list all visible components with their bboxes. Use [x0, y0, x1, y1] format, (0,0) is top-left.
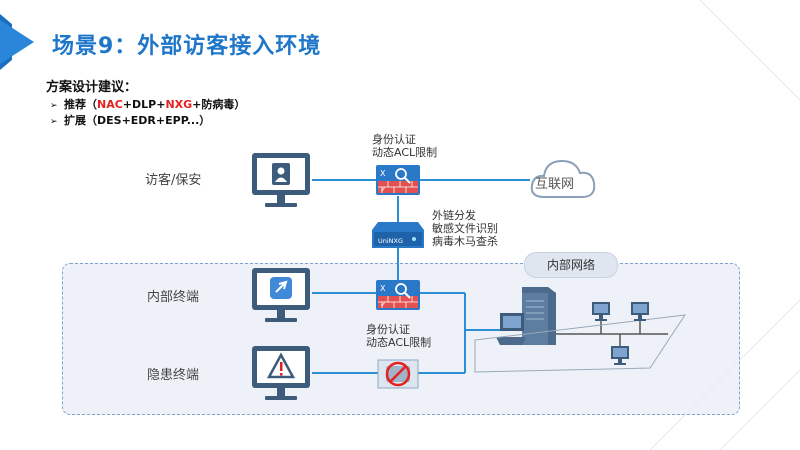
svg-text:✓: ✓	[380, 300, 387, 309]
internal-network-label: 内部网络	[524, 252, 618, 278]
nxg-text: NXG	[165, 98, 193, 111]
page-title: 场景9：外部访客接入环境	[52, 34, 322, 59]
lan-pc-icon	[631, 302, 649, 321]
bullet-arrow-icon: ➢	[50, 117, 58, 127]
header-arrow	[0, 20, 34, 64]
cloud-icon	[530, 159, 596, 198]
lan-bus	[556, 320, 668, 348]
nac-text: NAC	[97, 98, 123, 111]
svg-text:X: X	[380, 284, 386, 293]
svg-text:✓: ✓	[380, 185, 387, 194]
bullet-recommend: ➢推荐（NAC+DLP+NXG+防病毒）	[50, 98, 246, 111]
risk-terminal-label: 隐患终端	[147, 368, 200, 383]
recommendation-heading: 方案设计建议：	[46, 80, 138, 95]
monitor-app-icon	[252, 268, 310, 322]
nxg-appliance-icon: UniNXG	[372, 222, 424, 248]
nac-firewall-icon: X ✓	[376, 280, 420, 310]
nac-top-annotation: 身份认证 动态ACL限制	[372, 133, 438, 159]
internet-label: 互联网	[535, 177, 575, 192]
nxg-annotation: 外链分发 敏感文件识别 病毒木马查杀	[432, 209, 498, 248]
blocked-device-icon	[377, 359, 419, 389]
lan-floor	[474, 314, 687, 373]
lan-pc-icon	[592, 302, 610, 321]
server-workstation-icon	[496, 287, 556, 345]
nac-firewall-icon: X ✓	[376, 165, 420, 195]
visitor-label: 访客/保安	[145, 173, 202, 188]
nac-bottom-annotation: 身份认证 动态ACL限制	[366, 323, 432, 349]
internal-terminal-label: 内部终端	[147, 290, 200, 305]
monitor-warning-icon	[252, 346, 310, 400]
bullet-arrow-icon: ➢	[50, 101, 58, 111]
nxg-device-text: UniNXG	[378, 237, 403, 245]
monitor-user-icon	[252, 153, 310, 207]
background-decoration	[649, 0, 800, 450]
lan-pc-icon	[611, 346, 629, 365]
svg-text:X: X	[380, 169, 386, 178]
bullet-extend: ➢扩展（DES+EDR+EPP...）	[50, 114, 211, 127]
